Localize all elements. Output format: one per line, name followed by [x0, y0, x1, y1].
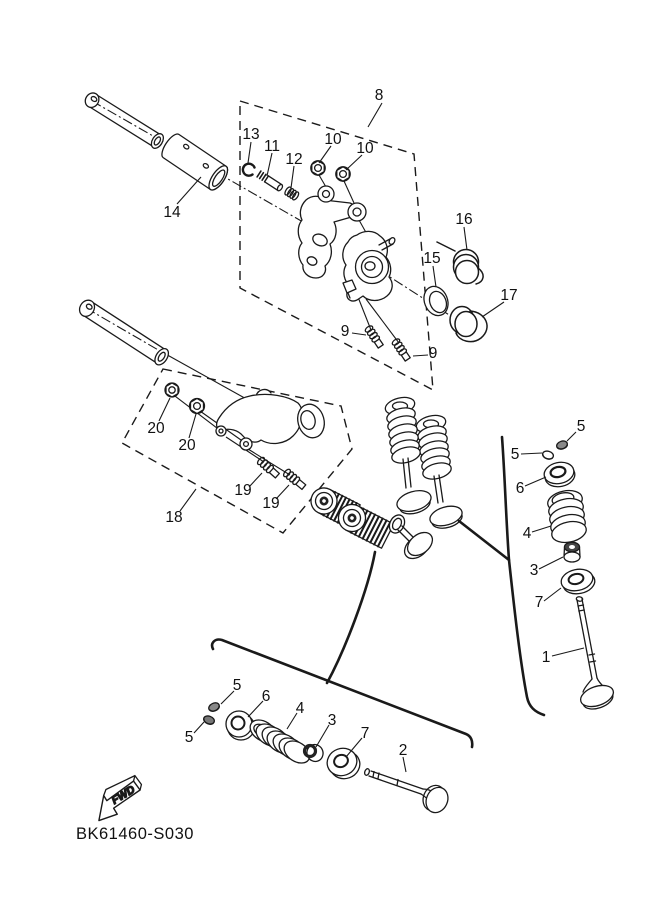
callout-8: 8: [375, 87, 384, 104]
callout-12: 12: [285, 151, 302, 168]
assembled-valve-stack-angled: [310, 487, 434, 560]
screw-19b: [282, 468, 307, 491]
brace-right-column: [500, 435, 546, 717]
spring-seat-7-right: [560, 568, 596, 595]
torsion-spring-17: [449, 305, 488, 343]
callout-13: 13: [242, 126, 259, 143]
callout-5-bottom-top: 5: [233, 677, 242, 694]
spring-seat-7-bottom: [326, 747, 361, 780]
valve-keeper-5-right-top: [556, 440, 569, 450]
assembled-valve-stack-left: [384, 396, 432, 515]
callout-17: 17: [500, 287, 517, 304]
torsion-spring-16: [436, 241, 484, 285]
circlip-13: [241, 162, 256, 177]
callout-4-right: 4: [523, 525, 532, 542]
callout-10a: 10: [324, 131, 342, 148]
diagram-part-code: BK61460-S030: [76, 825, 194, 843]
callout-6-bottom: 6: [262, 688, 271, 705]
valve-2: [363, 768, 449, 814]
callout-1: 1: [542, 649, 551, 666]
valve-spring-4-bottom: [249, 719, 311, 764]
rocker-group-box-18: [121, 368, 353, 534]
callout-5-bottom-left: 5: [185, 729, 194, 746]
small-spring-12: [284, 186, 300, 201]
callout-15: 15: [423, 250, 440, 267]
callout-5-right-left: 5: [511, 446, 520, 463]
stud-bolt-9b: [391, 338, 411, 362]
callout-19a: 19: [234, 482, 251, 499]
stem-seal-3-right: [563, 541, 581, 563]
valve-1: [575, 596, 615, 710]
stem-seal-3-bottom: [302, 743, 324, 763]
fwd-direction-arrow: FWD: [98, 774, 143, 822]
callout-7-right: 7: [535, 594, 544, 611]
brace-bottom-connector: [325, 550, 377, 685]
callout-5-right-top: 5: [577, 418, 586, 435]
callout-11: 11: [264, 138, 280, 155]
group-brace-lines: [210, 435, 546, 749]
callout-10b: 10: [356, 140, 374, 157]
callout-9a: 9: [341, 323, 350, 340]
callout-18: 18: [165, 509, 182, 526]
parts-artwork: FWD: [78, 92, 615, 822]
callout-labels: 14 13 11 12 10 10 8 16 15 17 9 9 20 20 1…: [147, 87, 585, 759]
flange-nut-10b: [335, 166, 351, 182]
callout-4-bottom: 4: [296, 700, 305, 717]
callout-3-right: 3: [530, 562, 539, 579]
rocker-arm-18-group: [215, 388, 325, 451]
label-leader-lines: [158, 102, 585, 773]
rocker-shaft-lower: [78, 299, 170, 366]
screw-19a: [256, 456, 281, 479]
nut-20b: [188, 397, 206, 415]
brace-right-connector: [457, 519, 511, 562]
nut-20a: [164, 382, 180, 398]
callout-3-bottom: 3: [328, 712, 337, 729]
centerline-shaft-a: [91, 100, 311, 227]
callout-20a: 20: [147, 420, 165, 437]
callout-7-bottom: 7: [361, 725, 370, 742]
valve-keeper-5-bottom-top: [208, 702, 221, 712]
brace-bottom-group: [210, 638, 474, 749]
rocker-arm-upper: [297, 185, 367, 279]
valve-keeper-5-bottom-left: [203, 715, 215, 725]
adjuster-screw-11: [256, 170, 284, 192]
stud-bolt-9a: [364, 325, 384, 349]
callout-19b: 19: [262, 495, 279, 512]
fwd-arrow-label: FWD: [110, 784, 138, 807]
rocker-shaft-upper: [84, 92, 165, 149]
callout-2: 2: [399, 742, 408, 759]
spring-retainer-6-right: [543, 461, 576, 488]
rocker-group-box-8: [239, 100, 434, 392]
flange-nut-10a: [310, 160, 326, 176]
assembled-valve-stack-right: [415, 414, 463, 529]
callout-20b: 20: [178, 437, 196, 454]
washer-15: [423, 285, 449, 317]
callout-9b: 9: [429, 345, 438, 362]
centerlines: [85, 100, 469, 352]
dashed-group-boxes: [121, 100, 434, 534]
callout-14: 14: [163, 204, 181, 221]
callout-16: 16: [455, 211, 472, 228]
spring-retainer-6-bottom: [225, 710, 256, 741]
callout-6-right: 6: [516, 480, 525, 497]
valve-lifter-bucket-14: [161, 133, 229, 191]
valve-keeper-5-right-left: [541, 450, 555, 460]
valve-spring-4-right: [547, 489, 587, 544]
rocker-arm-lower: [342, 230, 396, 302]
centerline-shaft-b: [85, 307, 161, 352]
